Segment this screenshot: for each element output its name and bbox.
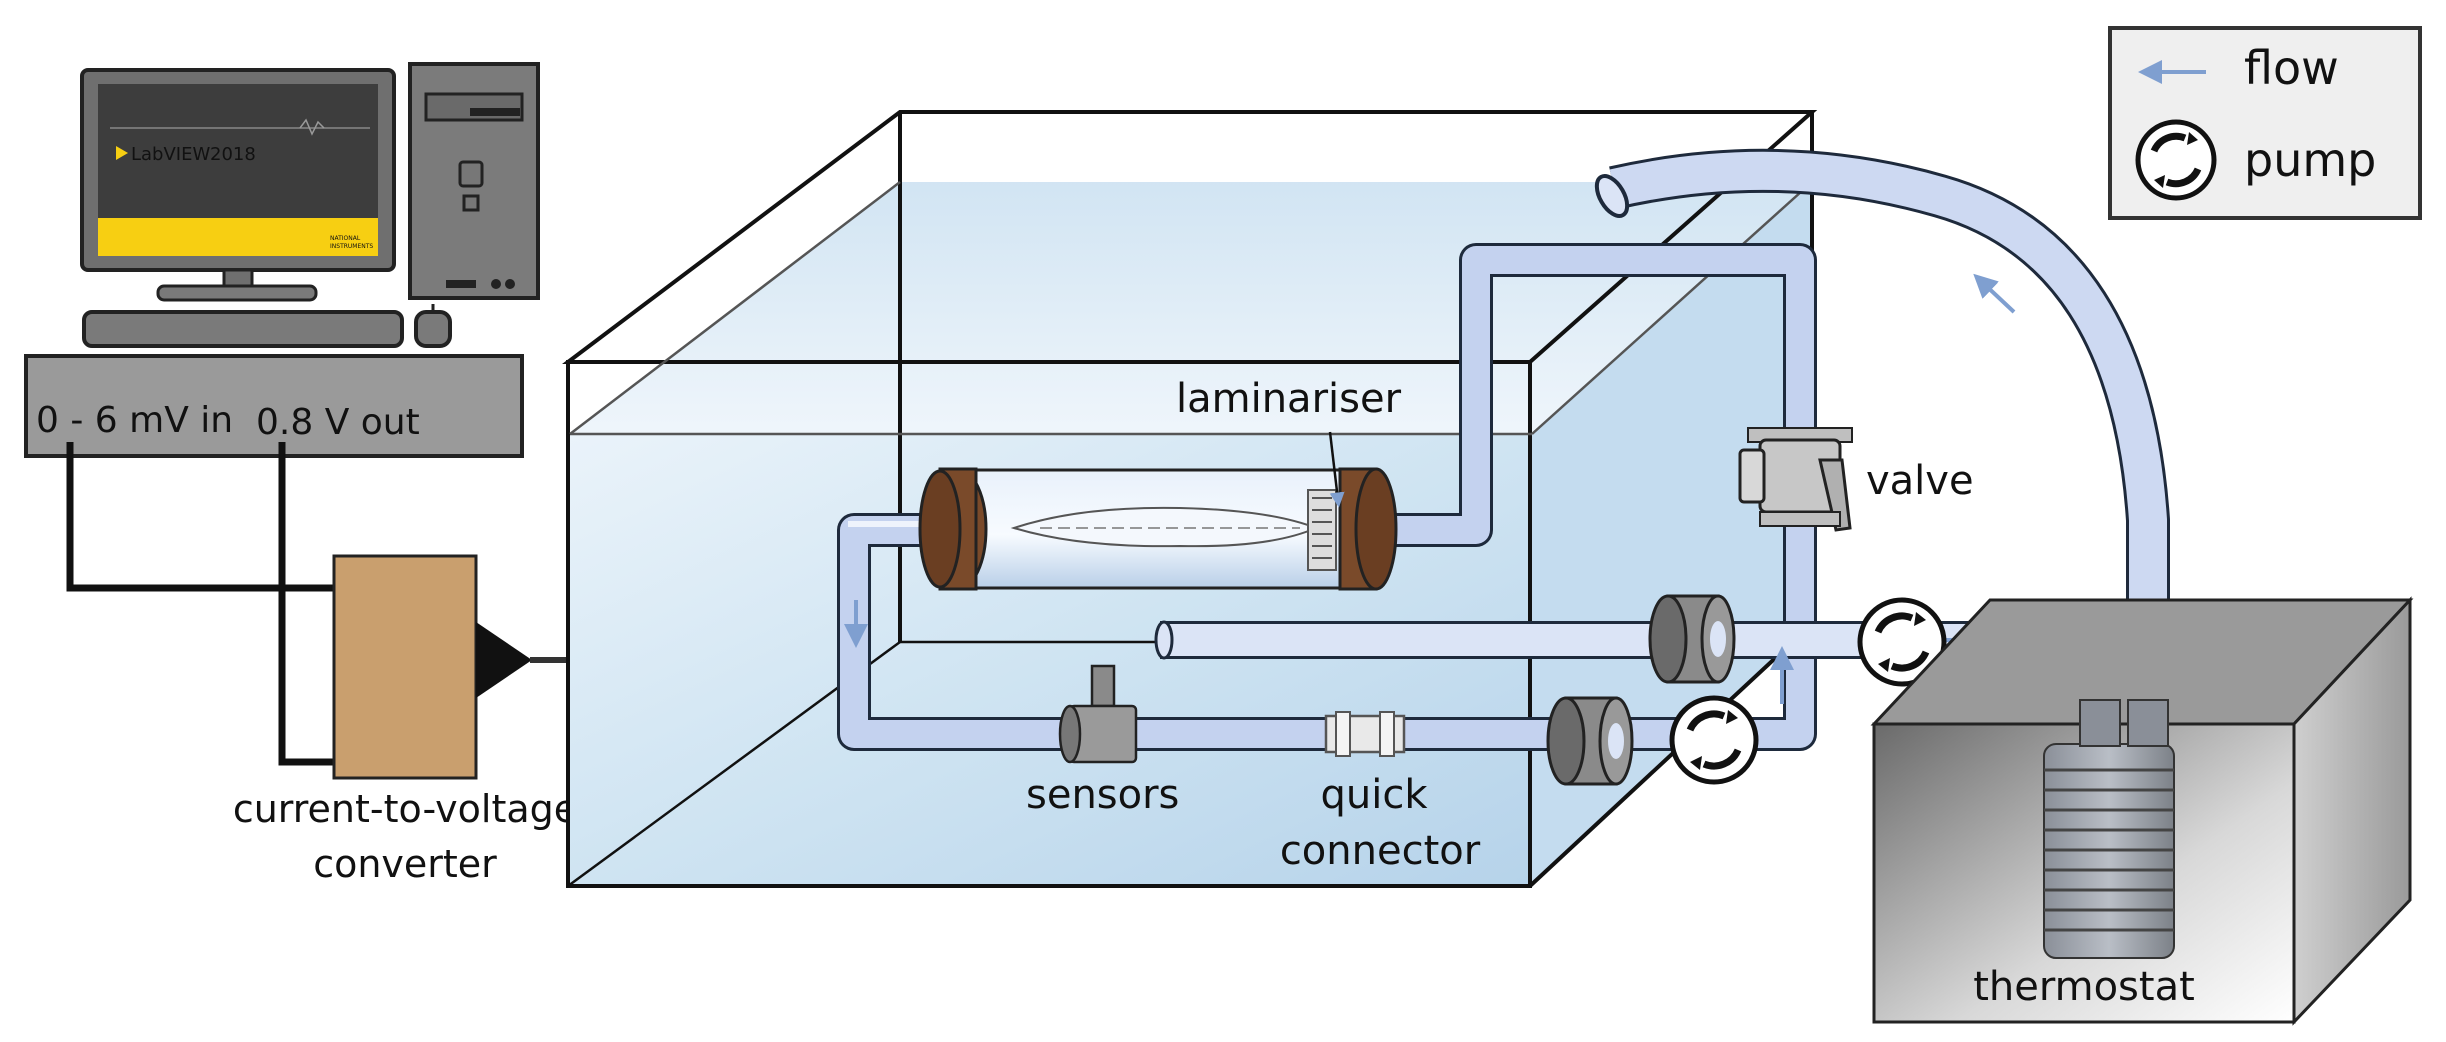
thermostat-label: thermostat	[1973, 964, 2195, 1010]
input-range-label: 0 - 6 mV in	[36, 400, 233, 441]
play-icon	[116, 146, 128, 160]
labview-version: 2018	[210, 144, 256, 165]
converter-label-line1: current-to-voltage	[233, 787, 577, 831]
laminariser-grid	[1307, 489, 1337, 571]
vendor-name-2: INSTRUMENTS	[330, 243, 373, 250]
converter-label-line2: converter	[313, 842, 497, 886]
pipe-coupling-lower	[1546, 696, 1634, 786]
legend-pump-icon	[2135, 119, 2217, 201]
laminariser-chamber	[918, 431, 1398, 591]
signal-wires	[66, 442, 334, 766]
pipe-coupling-upper	[1648, 594, 1736, 684]
quick-connector-label-2: connector	[1280, 828, 1481, 874]
valve	[1738, 427, 1853, 532]
mouse	[414, 304, 452, 348]
legend: flow pump	[2108, 26, 2422, 220]
vendor-name-1: NATIONAL	[330, 235, 361, 242]
laminariser-label: laminariser	[1176, 376, 1402, 422]
valve-label: valve	[1866, 458, 1974, 504]
labview-yellow-band	[98, 218, 378, 256]
quick-connector-label-1: quick	[1320, 772, 1428, 818]
thermostat: thermostat	[1870, 596, 2414, 1026]
legend-pump-label: pump	[2244, 133, 2376, 187]
pump-upper	[1857, 597, 1947, 687]
labview-logo-text: LabVIEW	[131, 144, 210, 165]
monitor: LabVIEW 2018 NATIONAL INSTRUMENTS	[80, 68, 396, 302]
daq-box: 0 - 6 mV in 0.8 V out	[24, 354, 524, 458]
pump-lower	[1669, 695, 1759, 785]
sensors-label: sensors	[1026, 772, 1179, 818]
legend-flow-label: flow	[2244, 41, 2339, 95]
computer: LabVIEW 2018 NATIONAL INSTRUMENTS	[80, 62, 540, 348]
sensor-block	[1058, 664, 1138, 764]
flow-arrow-return	[1973, 273, 2016, 314]
keyboard	[82, 310, 404, 348]
heating-coil	[2043, 699, 2175, 959]
current-to-voltage-converter: current-to-voltage converter	[233, 554, 1102, 886]
quick-connector	[1324, 711, 1406, 757]
computer-tower	[408, 62, 540, 300]
output-range-label: 0.8 V out	[256, 402, 420, 443]
